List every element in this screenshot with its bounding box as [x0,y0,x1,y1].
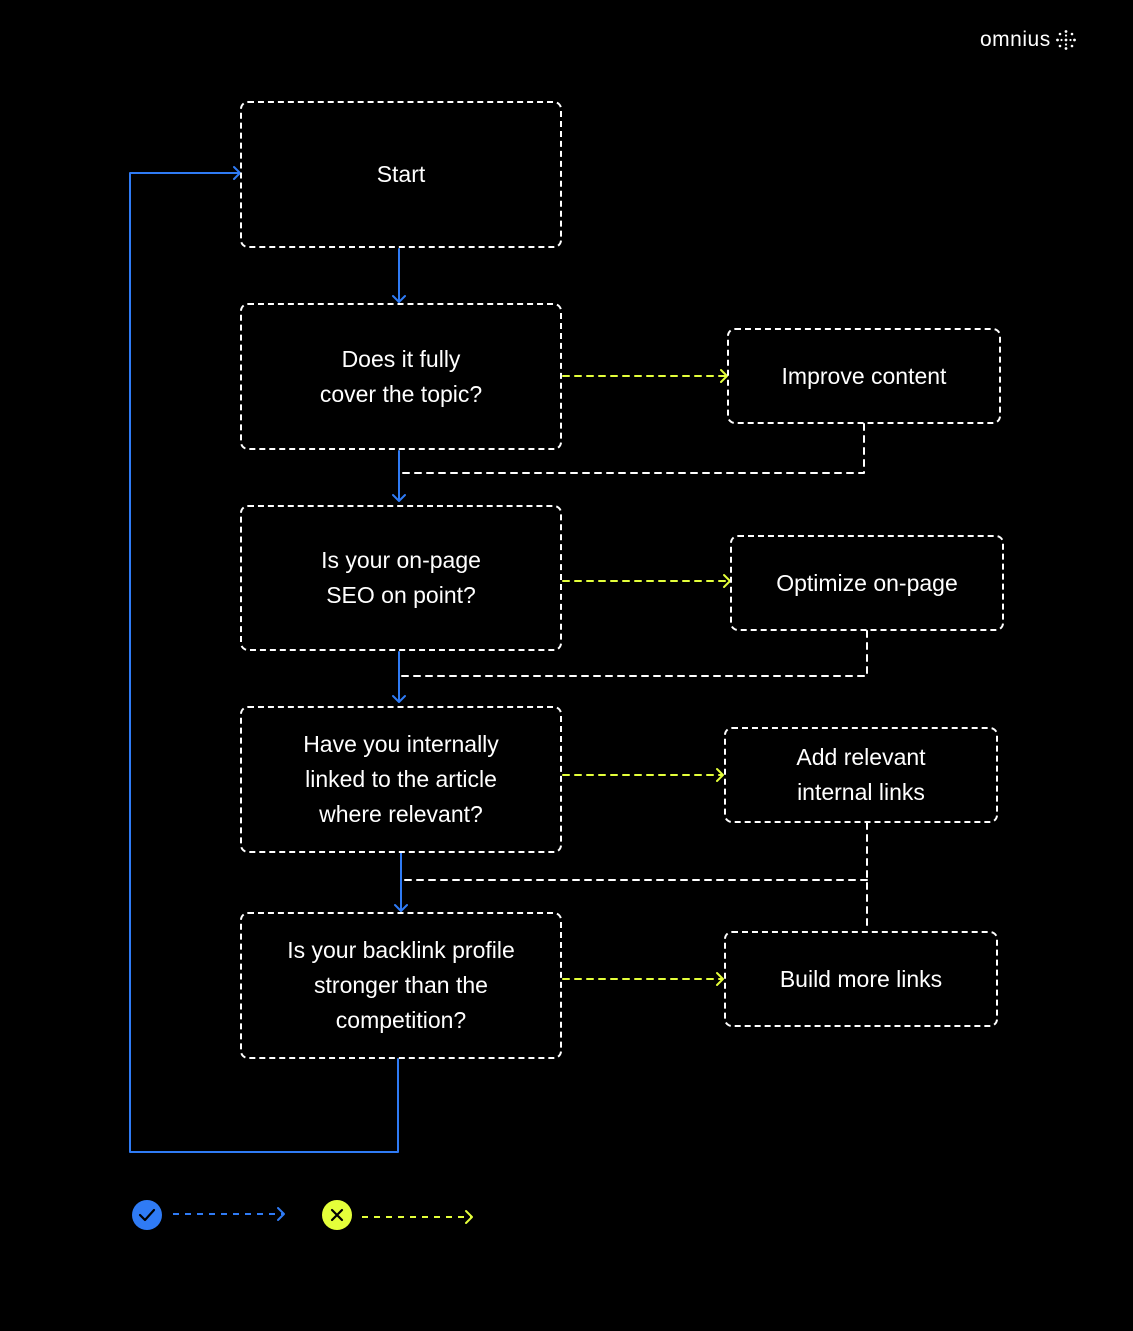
return-a2 [400,630,868,677]
return-a1 [400,423,865,474]
start-node: Start [240,101,562,248]
action-build-more-links: Build more links [724,931,998,1027]
arrow-q1-to-q2 [392,450,406,502]
brand-name: omnius [980,28,1051,51]
question-backlink-profile: Is your backlink profile stronger than t… [240,912,562,1059]
omnius-logo: omnius [980,26,1077,54]
check-circle-icon [132,1200,162,1230]
action-optimize-onpage: Optimize on-page [730,535,1004,631]
legend-no [322,1200,473,1230]
question-onpage-seo: Is your on-page SEO on point? [240,505,562,651]
legend-yes [132,1200,285,1230]
action-add-internal-links: Add relevant internal links [724,727,998,823]
action-improve-content: Improve content [727,328,1001,424]
question-internal-links: Have you internally linked to the articl… [240,706,562,853]
arrow-q2-to-q3 [392,651,406,703]
question-topic-coverage: Does it fully cover the topic? [240,303,562,450]
sparkle-dots-icon [1055,30,1076,50]
return-a3-a4 [400,822,868,931]
no-connectors [562,375,730,980]
arrow-start-to-q1 [392,248,406,303]
return-connectors [400,423,868,931]
arrow-q3-to-q4 [394,852,408,912]
